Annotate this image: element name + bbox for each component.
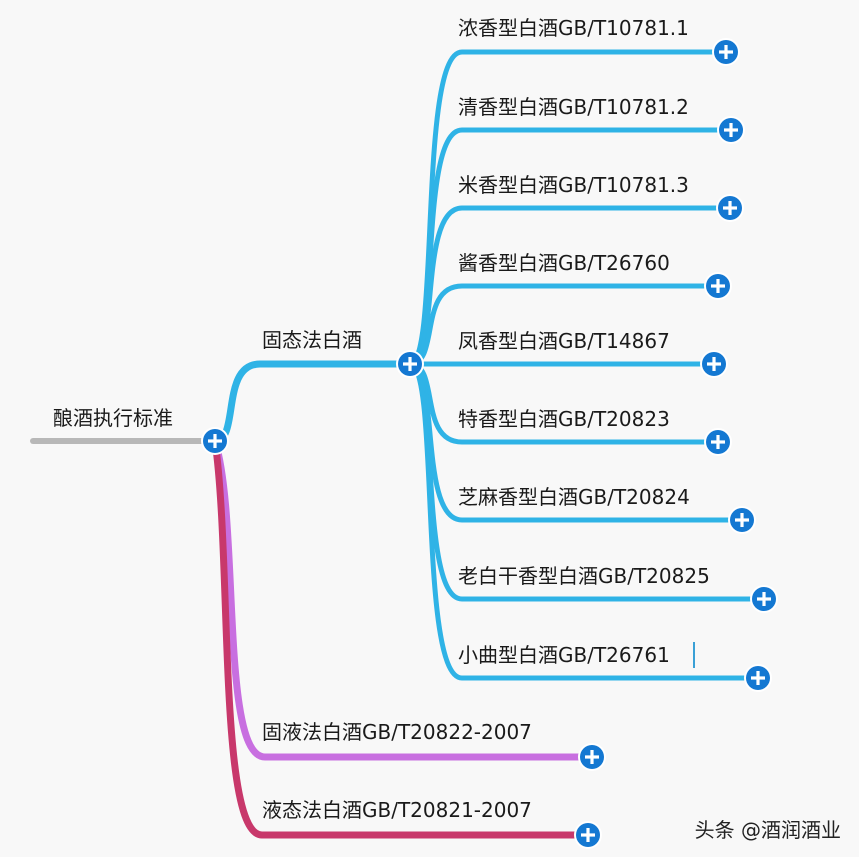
solid-child-label-4[interactable]: 酱香型白酒GB/T26760: [458, 251, 670, 275]
root-label[interactable]: 酿酒执行标准: [53, 406, 173, 430]
solid-child-label-6[interactable]: 特香型白酒GB/T20823: [458, 407, 670, 431]
solid-child-expand-button-3[interactable]: [716, 194, 744, 222]
solid-child-expand-button-7[interactable]: [728, 506, 756, 534]
solid-liquid-connector: [211, 437, 596, 761]
solid-child-connector-9: [407, 361, 761, 681]
liquid-expand-button[interactable]: [574, 821, 602, 849]
solid-child-label-2[interactable]: 清香型白酒GB/T10781.2: [458, 95, 689, 119]
watermark: 头条 @酒润酒业: [694, 818, 841, 842]
solid-branch-expand-button[interactable]: [396, 350, 424, 378]
solid-child-expand-button-8[interactable]: [750, 585, 778, 613]
solid-liquid-expand-button[interactable]: [578, 743, 606, 771]
solid-liquid-label[interactable]: 固液法白酒GB/T20822-2007: [262, 720, 532, 744]
solid-child-label-7[interactable]: 芝麻香型白酒GB/T20824: [458, 485, 690, 509]
solid-branch-connector: [211, 360, 414, 445]
solid-child-label-1[interactable]: 浓香型白酒GB/T10781.1: [458, 16, 689, 40]
solid-child-expand-button-1[interactable]: [712, 38, 740, 66]
solid-child-label-8[interactable]: 老白干香型白酒GB/T20825: [458, 564, 710, 588]
solid-child-expand-button-5[interactable]: [700, 350, 728, 378]
solid-child-label-9[interactable]: 小曲型白酒GB/T26761: [458, 643, 670, 667]
solid-child-expand-button-2[interactable]: [717, 116, 745, 144]
solid-branch-label[interactable]: 固态法白酒: [262, 328, 362, 352]
root-expand-button[interactable]: [201, 427, 229, 455]
solid-child-label-5[interactable]: 凤香型白酒GB/T14867: [458, 329, 670, 353]
solid-child-expand-button-6[interactable]: [704, 428, 732, 456]
solid-child-expand-button-4[interactable]: [704, 272, 732, 300]
solid-child-expand-button-9[interactable]: [744, 664, 772, 692]
text-cursor: [693, 642, 695, 668]
solid-child-label-3[interactable]: 米香型白酒GB/T10781.3: [458, 173, 689, 197]
liquid-connector: [211, 437, 592, 839]
liquid-label[interactable]: 液态法白酒GB/T20821-2007: [262, 798, 532, 822]
